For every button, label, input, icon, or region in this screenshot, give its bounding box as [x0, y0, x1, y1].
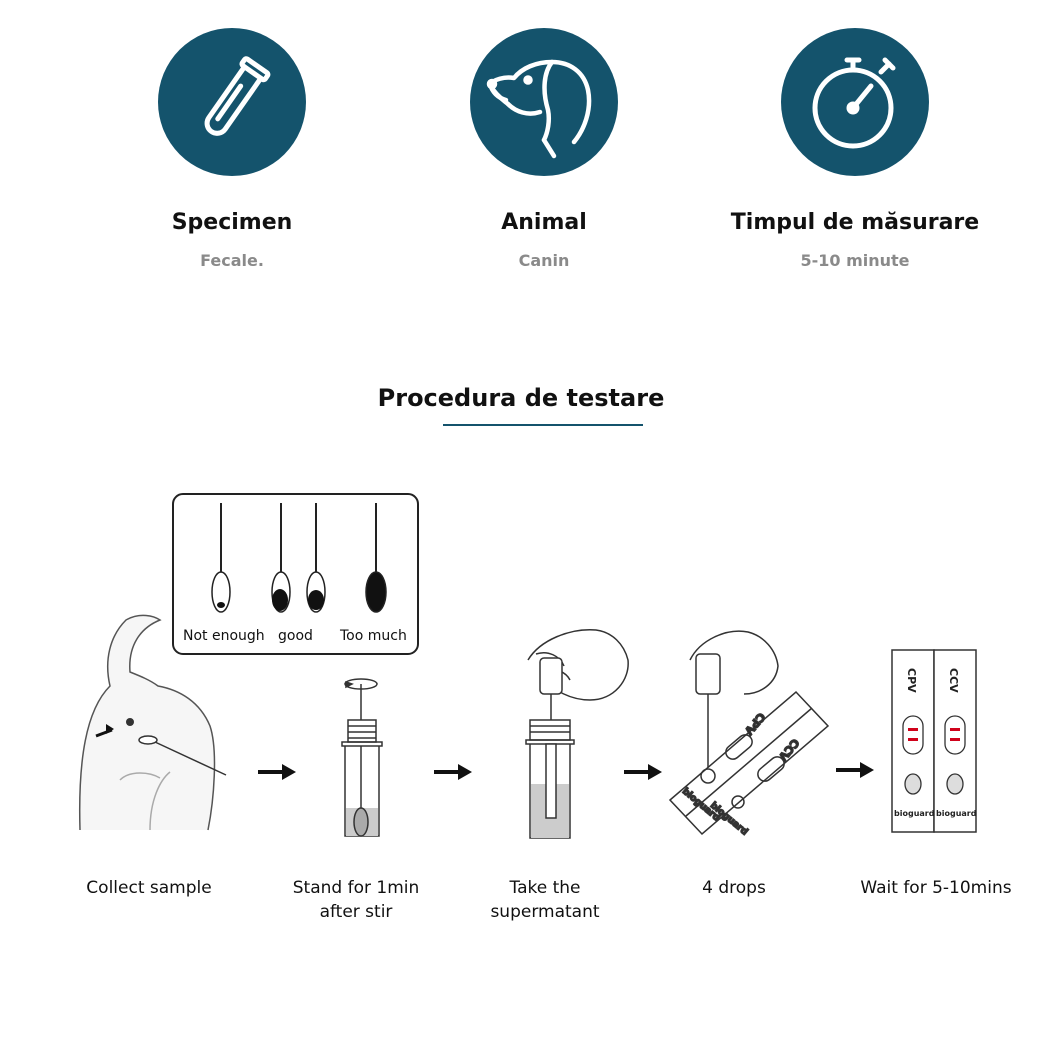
step-label-wait: Wait for 5-10mins — [860, 878, 1012, 898]
step-label-take-supernatant: Take the supermatant — [490, 878, 600, 922]
kit-label-ccv: CCV — [947, 668, 960, 693]
step3-dropper-illustration — [525, 629, 629, 839]
feature-value: Canin — [518, 251, 570, 270]
swab-good-2 — [306, 503, 326, 613]
result-line — [950, 728, 960, 731]
test-tube-icon — [204, 56, 271, 136]
kit-label-cpv: CPV — [905, 668, 918, 693]
step-label-4-drops: 4 drops — [702, 878, 766, 898]
procedure-illustration: Not enough good Too much — [78, 493, 977, 839]
feature-title: Animal — [501, 210, 587, 235]
arrow-right-icon — [434, 764, 472, 780]
feature-title: Specimen — [171, 210, 293, 235]
arrow-right-icon — [258, 764, 296, 780]
feature-animal: Animal Canin — [394, 28, 694, 270]
inset-label-too-much: Too much — [339, 628, 407, 644]
step5-result-illustration: CPV CCV bioguard bioguard — [891, 649, 977, 833]
step-label-stand: Stand for 1min after stir — [292, 878, 420, 922]
step2-tube-illustration — [341, 678, 383, 837]
stopwatch-icon — [812, 57, 896, 149]
dog-head-icon — [486, 59, 592, 159]
sample-amount-inset: Not enough good Too much — [172, 493, 419, 655]
swab-good-1 — [271, 503, 291, 613]
feature-value: 5-10 minute — [800, 251, 910, 270]
result-line — [950, 738, 960, 741]
inset-label-good: good — [278, 628, 313, 644]
step4-drops-illustration: CPV CCV bioguard bioguard — [668, 630, 830, 838]
inset-label-not-enough: Not enough — [183, 628, 265, 644]
feature-measure-time: Timpul de măsurare 5-10 minute — [705, 28, 1005, 270]
arrow-right-icon — [624, 764, 662, 780]
specimen-icon-circle — [158, 28, 306, 176]
swab-not-enough — [211, 503, 231, 613]
step1-dog-illustration — [78, 614, 227, 831]
procedure-title: Procedura de testare — [377, 384, 665, 412]
swab-too-much — [365, 503, 387, 613]
kit-brand: bioguard — [936, 809, 977, 818]
arrow-right-icon — [836, 762, 874, 778]
step-arrows — [258, 762, 874, 780]
feature-title: Timpul de măsurare — [730, 210, 980, 235]
step-label-collect-sample: Collect sample — [86, 878, 212, 898]
animal-icon-circle — [470, 28, 618, 176]
kit-brand: bioguard — [894, 809, 935, 818]
feature-specimen: Specimen Fecale. — [82, 28, 382, 270]
result-line — [908, 738, 918, 741]
result-line — [908, 728, 918, 731]
title-underline — [443, 424, 643, 426]
time-icon-circle — [781, 28, 929, 176]
feature-value: Fecale. — [200, 251, 264, 270]
